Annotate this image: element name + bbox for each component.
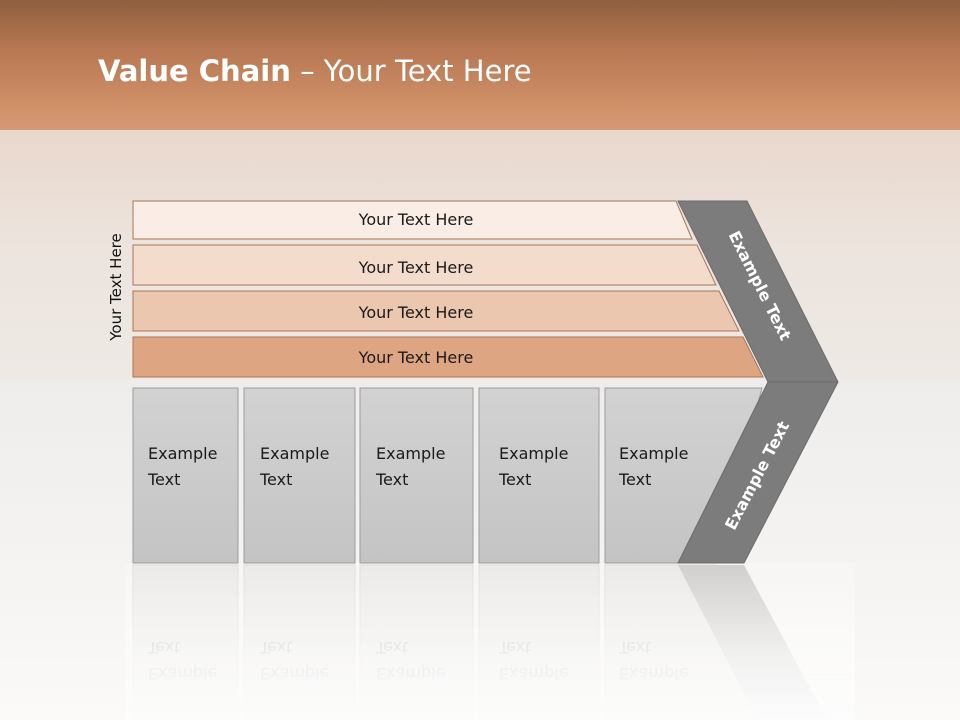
column-2: Example Text <box>243 387 356 564</box>
column-4-line2: Text <box>498 470 531 489</box>
column-3-line2: Text <box>375 470 408 489</box>
bar-1: Your Text Here <box>132 200 693 240</box>
column-2-line1: Example <box>260 444 329 463</box>
column-1-shape <box>132 387 239 564</box>
bar-2-label: Your Text Here <box>358 258 474 277</box>
column-3: Example Text <box>359 387 474 564</box>
column-1-line2: Text <box>147 470 180 489</box>
column-4-shape <box>478 387 600 564</box>
bar-3-label: Your Text Here <box>358 303 474 322</box>
column-1-line1: Example <box>148 444 217 463</box>
bar-3: Your Text Here <box>132 290 740 332</box>
column-4-line1: Example <box>499 444 568 463</box>
column-1: Example Text <box>132 387 239 564</box>
column-5-line1: Example <box>619 444 688 463</box>
column-3-line1: Example <box>376 444 445 463</box>
bar-2-shape <box>132 244 717 286</box>
chevron: Example Text Example Text <box>677 200 839 564</box>
slide-title: Value Chain – Your Text Here <box>98 54 532 88</box>
bar-3-shape <box>132 290 740 332</box>
title-rest: – Your Text Here <box>290 54 532 88</box>
column-4: Example Text <box>478 387 600 564</box>
bar-4: Your Text Here <box>132 336 764 378</box>
column-2-shape <box>243 387 356 564</box>
column-5-line2: Text <box>618 470 651 489</box>
bar-4-label: Your Text Here <box>358 348 474 367</box>
bar-1-shape <box>132 200 693 240</box>
reflection: Example Text Example Text Example Text E… <box>125 563 855 720</box>
header-band <box>0 0 960 140</box>
column-2-line2: Text <box>259 470 292 489</box>
bar-1-label: Your Text Here <box>358 210 474 229</box>
title-bold: Value Chain <box>98 54 291 88</box>
bar-4-shape <box>132 336 764 378</box>
bar-2: Your Text Here <box>132 244 717 286</box>
column-3-shape <box>359 387 474 564</box>
